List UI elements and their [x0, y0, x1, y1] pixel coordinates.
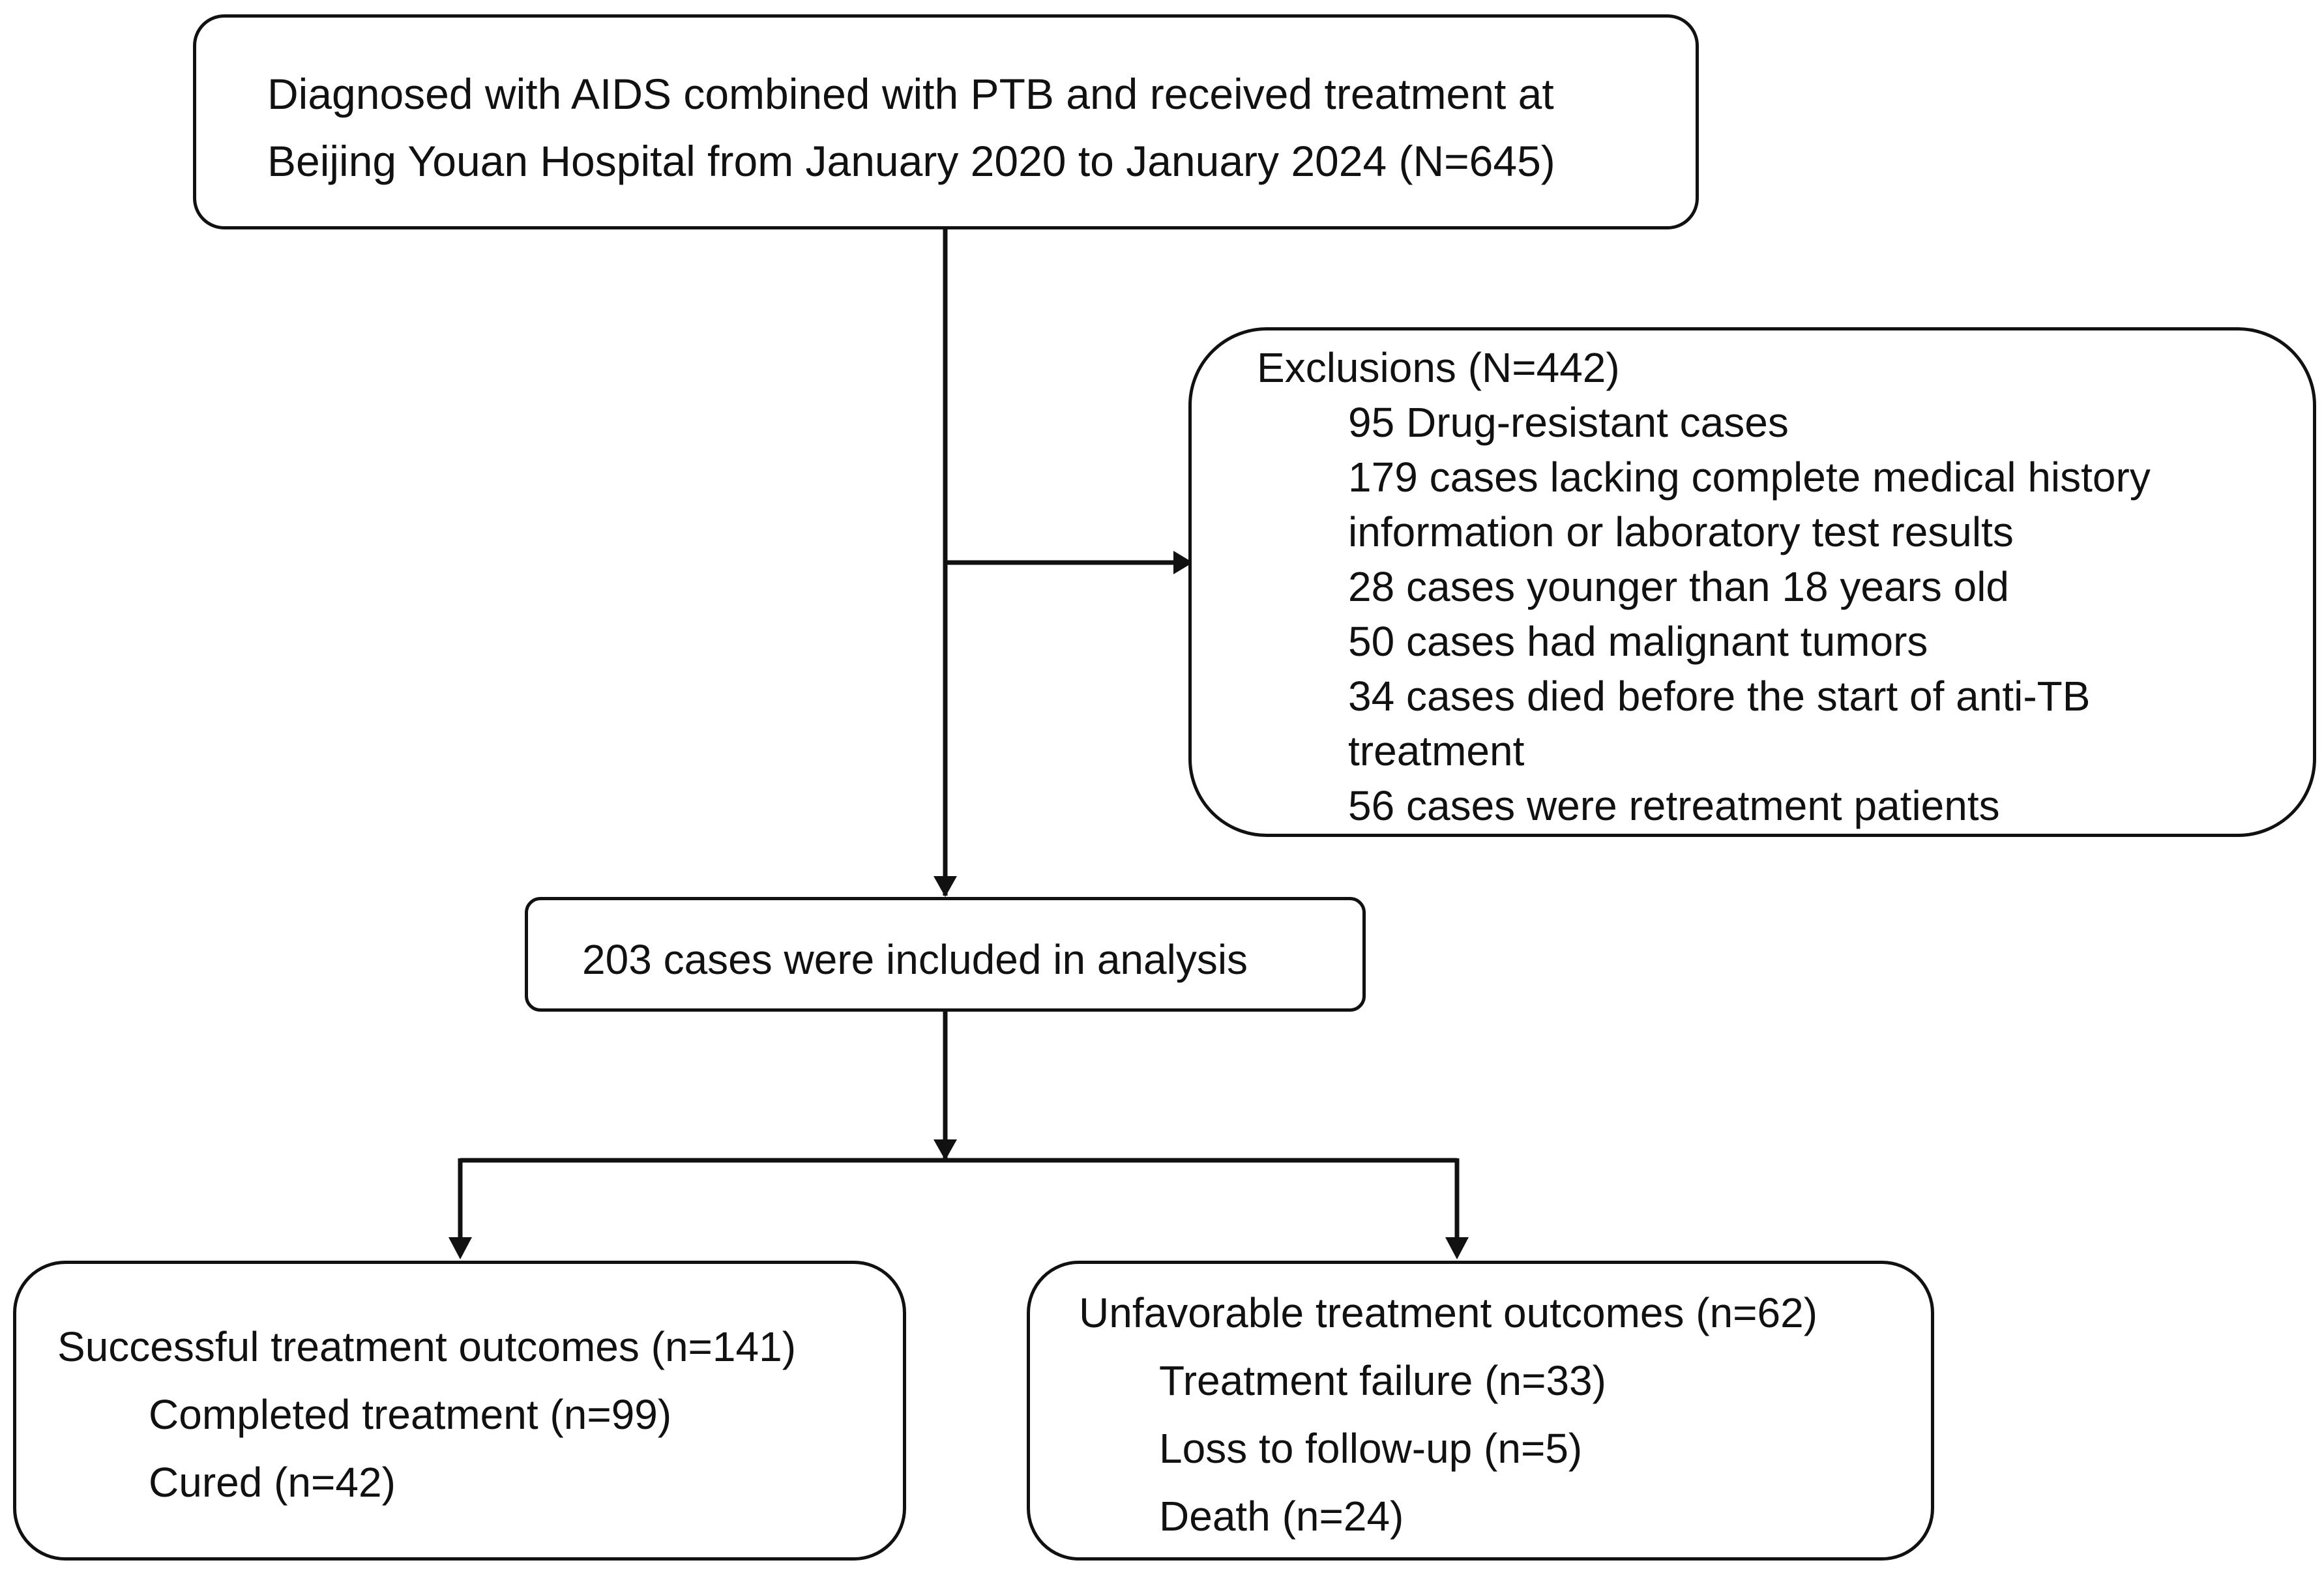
exclusions-box [1188, 327, 2316, 837]
unfavorable-outcome-item: Treatment failure (n=33) [1159, 1357, 1606, 1404]
exclusion-arrowhead [1173, 551, 1193, 574]
unfavorable-outcomes-title: Unfavorable treatment outcomes (n=62) [1079, 1289, 1818, 1336]
unfavorable-outcomes-box [1027, 1261, 1934, 1561]
unfavorable-outcome-item: Death (n=24) [1159, 1493, 1404, 1540]
unfavorable-outcome-item: Loss to follow-up (n=5) [1159, 1425, 1583, 1472]
source-population-box [193, 14, 1699, 229]
source-population-line-2: Beijing Youan Hospital from January 2020… [267, 137, 1555, 185]
included-cases-label: 203 cases were included in analysis [582, 936, 1248, 983]
exclusion-item: 56 cases were retreatment patients [1348, 782, 2000, 829]
successful-outcome-item: Completed treatment (n=99) [149, 1391, 672, 1438]
exclusion-item: 179 cases lacking complete medical histo… [1348, 454, 2151, 501]
exclusion-item: 28 cases younger than 18 years old [1348, 563, 2009, 610]
successful-outcomes-box [13, 1261, 906, 1561]
included-cases-box [525, 897, 1366, 1012]
unfavorable-arrowhead [1445, 1237, 1469, 1259]
exclusion-item: information or laboratory test results [1348, 508, 2014, 555]
main-flow-arrowhead [934, 876, 957, 897]
successful-arrowhead [449, 1237, 472, 1259]
exclusion-item: 34 cases died before the start of anti-T… [1348, 673, 2091, 720]
successful-outcomes-title: Successful treatment outcomes (n=141) [57, 1323, 796, 1370]
split-stem-arrowhead [934, 1139, 957, 1160]
source-population-line-1: Diagnosed with AIDS combined with PTB an… [267, 70, 1554, 118]
exclusion-item: 50 cases had malignant tumors [1348, 618, 1928, 665]
exclusion-item: 95 Drug-resistant cases [1348, 399, 1789, 446]
exclusions-title: Exclusions (N=442) [1257, 344, 1620, 391]
exclusion-item: treatment [1348, 727, 1525, 774]
successful-outcome-item: Cured (n=42) [149, 1459, 396, 1506]
